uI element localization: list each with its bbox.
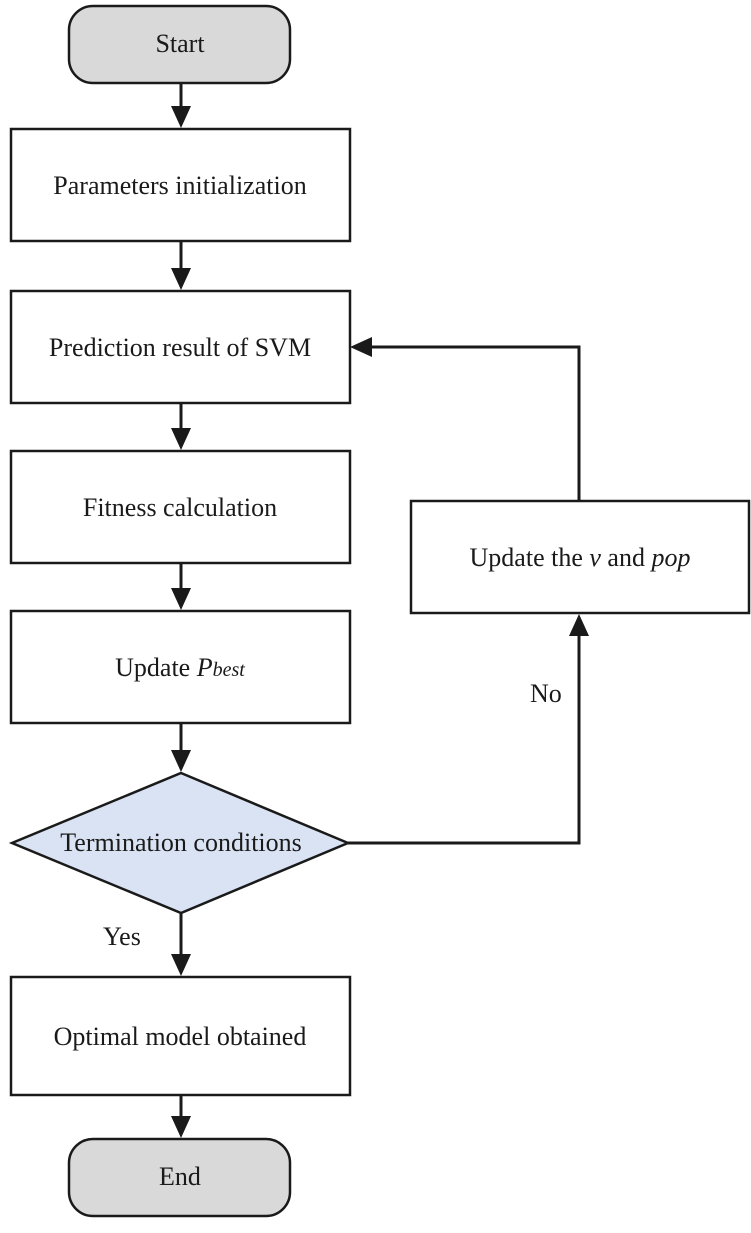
arrowhead-start-init	[171, 106, 191, 128]
fitness-label: Fitness calculation	[83, 493, 277, 522]
start-label: Start	[155, 29, 205, 58]
yes-label: Yes	[103, 922, 141, 951]
termination-decision: Termination conditions	[8, 771, 352, 915]
edges	[171, 83, 589, 1138]
update-vpop-v: v	[589, 543, 601, 572]
arrowhead-optimal-end	[171, 1116, 191, 1138]
update-vpop-box	[409, 499, 751, 615]
pbest-box	[9, 609, 352, 725]
update-vpop-prefix: Update the	[470, 543, 590, 572]
no-label: No	[530, 679, 562, 708]
pbest-label: Update Pbest	[115, 653, 245, 682]
end-terminal: End	[67, 1137, 292, 1218]
pbest-process: Update Pbest	[9, 609, 352, 725]
init-process: Parameters initialization	[9, 127, 352, 243]
update-vpop-process: Update the v and pop	[409, 499, 751, 615]
arrowhead-pbest-decision	[171, 750, 191, 772]
init-box	[9, 127, 352, 243]
end-shape	[67, 1137, 292, 1218]
pbest-label-sub: best	[213, 659, 246, 681]
update-vpop-mid: and	[601, 543, 652, 572]
arrowhead-decision-update	[569, 614, 589, 636]
update-vpop-label: Update the v and pop	[470, 543, 691, 572]
edge-update-predict	[370, 345, 581, 500]
start-terminal: Start	[67, 4, 292, 85]
decision-label: Termination conditions	[60, 828, 302, 857]
pbest-label-var: P	[196, 653, 213, 682]
init-label: Parameters initialization	[53, 171, 306, 200]
predict-label: Prediction result of SVM	[49, 333, 311, 362]
fitness-box	[9, 449, 352, 565]
arrowhead-init-predict	[171, 268, 191, 290]
fitness-process: Fitness calculation	[9, 449, 352, 565]
update-vpop-pop: pop	[649, 543, 690, 572]
predict-process: Prediction result of SVM	[9, 289, 352, 405]
decision-diamond	[8, 771, 352, 915]
edge-decision-update	[348, 634, 581, 845]
arrowhead-update-predict	[350, 337, 372, 357]
predict-box	[9, 289, 352, 405]
end-label: End	[159, 1162, 201, 1191]
arrowhead-fitness-pbest	[171, 588, 191, 610]
optimal-label: Optimal model obtained	[54, 1022, 307, 1051]
pbest-label-prefix: Update	[115, 653, 197, 682]
arrowhead-decision-optimal	[171, 954, 191, 976]
start-shape	[67, 4, 292, 85]
arrowhead-predict-fitness	[171, 428, 191, 450]
optimal-process: Optimal model obtained	[9, 975, 352, 1097]
optimal-box	[9, 975, 352, 1097]
